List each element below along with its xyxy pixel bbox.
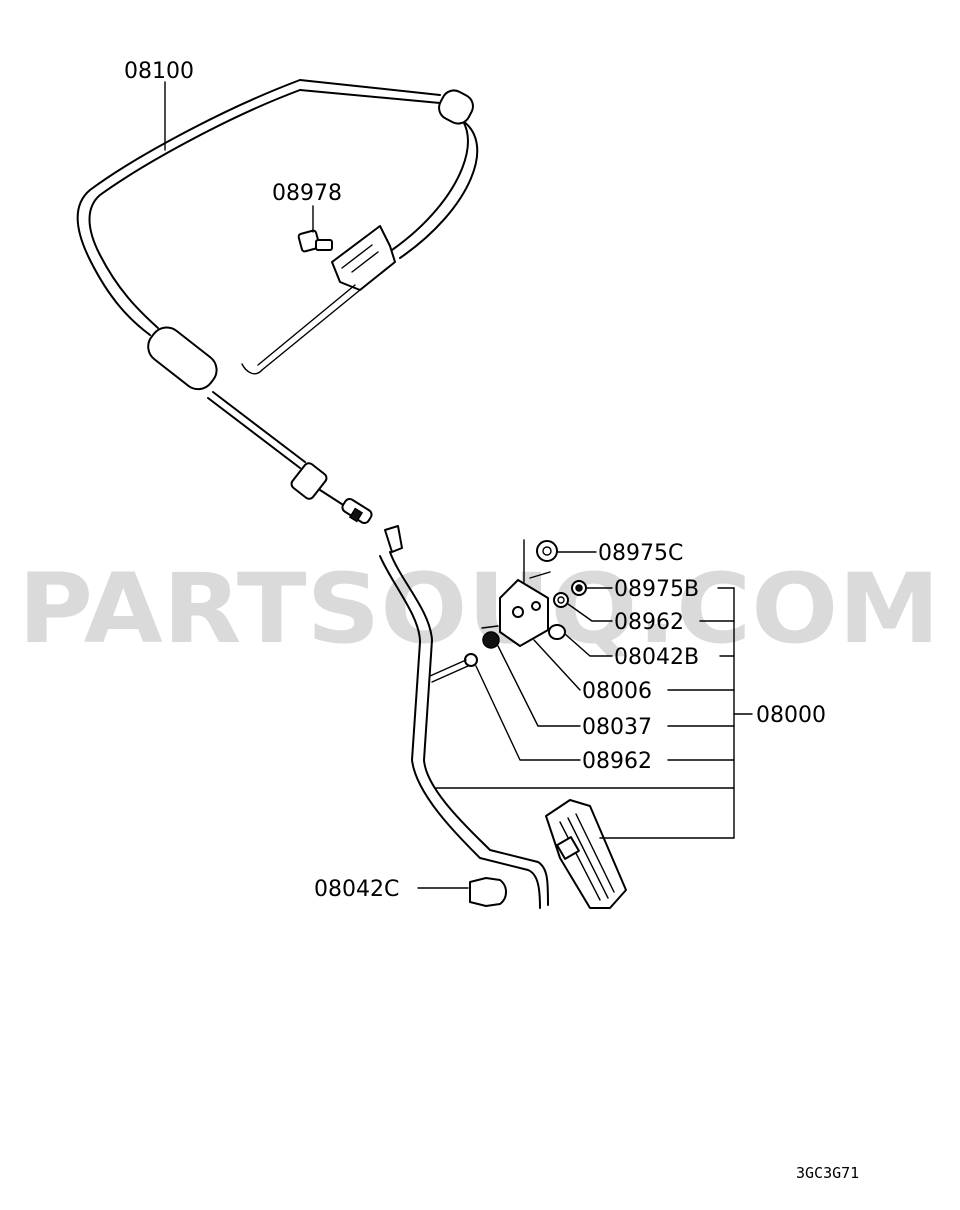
- cable-bracket[interactable]: [241, 225, 396, 375]
- washer-08975B[interactable]: [571, 580, 587, 596]
- callout-08042C[interactable]: 08042C: [314, 877, 399, 902]
- bolt-08978[interactable]: [297, 229, 333, 253]
- callout-08978[interactable]: 08978: [272, 181, 342, 206]
- callout-08962-upper[interactable]: 08962: [614, 610, 684, 635]
- callout-08042B[interactable]: 08042B: [614, 645, 699, 670]
- callout-08975B[interactable]: 08975B: [614, 577, 699, 602]
- callout-08006[interactable]: 08006: [582, 679, 652, 704]
- leader-lines: [164, 81, 753, 889]
- bushing-08042B[interactable]: [548, 624, 566, 640]
- nut-08975C[interactable]: [536, 540, 558, 562]
- watermark: PARTSOUQ.COM: [18, 553, 940, 665]
- diagram-code: 3GC3G71: [796, 1164, 859, 1182]
- callout-08000[interactable]: 08000: [756, 703, 826, 728]
- pedal-pad[interactable]: [545, 799, 627, 909]
- callout-08975C[interactable]: 08975C: [598, 541, 683, 566]
- callout-08100[interactable]: 08100: [124, 59, 194, 84]
- pedal-arm[interactable]: [379, 525, 549, 909]
- washer-08962-lower[interactable]: [429, 653, 478, 683]
- throttle-cable[interactable]: [76, 79, 479, 525]
- spring-08037[interactable]: [481, 625, 500, 649]
- stopper-08042C[interactable]: [469, 877, 507, 907]
- callout-08037[interactable]: 08037: [582, 715, 652, 740]
- callout-08962-lower[interactable]: 08962: [582, 749, 652, 774]
- washer-08962-upper[interactable]: [553, 592, 569, 608]
- pedal-bracket-08006[interactable]: [499, 539, 551, 647]
